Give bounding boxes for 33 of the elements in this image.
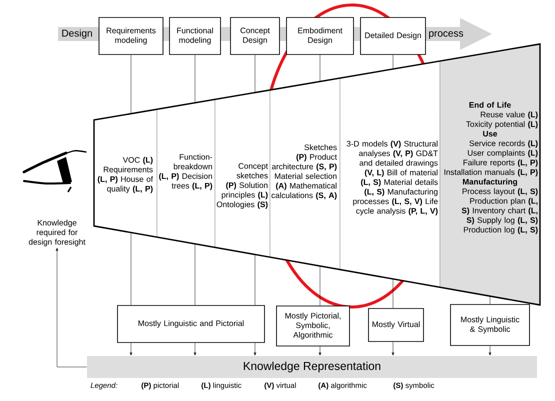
connector: [318, 346, 322, 356]
connector: [130, 232, 132, 306]
process-box: Functional modeling: [169, 17, 221, 55]
process-box: Mostly Pictorial, Symbolic, Algorithmic: [276, 306, 350, 346]
process-box: Mostly Linguistic & Symbolic: [450, 304, 530, 346]
funnel-column: Function-breakdown (L, P) Decision trees (L, P): [156, 99, 216, 248]
process-box: Concept Design: [230, 17, 280, 55]
process-box: Detailed Design: [360, 17, 426, 55]
process-box: Mostly Virtual: [368, 308, 424, 342]
funnel-column: VOC (L) Requirements (L, P) House of quality (L, P): [94, 109, 158, 238]
connector: [392, 278, 394, 308]
process-box: Embodiment Design: [286, 17, 354, 55]
connector: [194, 54, 196, 103]
connector: [392, 54, 394, 70]
connector: [392, 342, 394, 356]
connector: [56, 248, 87, 368]
connector: [194, 244, 196, 306]
caption-text: Knowledge required for design foresight: [28, 220, 86, 246]
band: Knowledge Representation: [87, 356, 537, 378]
connector: [488, 346, 492, 356]
funnel-column: 3-D models (V) Structural analyses (V, P) GD&T and detailed drawings (V, L) Bill of material (L, S) Material details (L, S) Manufacturing processes (L, S, V) Life cycle analysis (P, L, V): [340, 60, 440, 288]
funnel-column: Concept sketches (P) Solution principles (L) Ontologies (S): [214, 90, 270, 258]
process-box: Requirements modeling: [98, 17, 164, 55]
connector: [254, 254, 256, 306]
process-box: Mostly Linguistic and Pictorial: [117, 305, 265, 343]
connector: [130, 342, 132, 356]
funnel-column: End of Life Reuse value (L) Toxicity potential (L) Use Service records (L) User complaints (L) Failure reports (L, P) Installation manuals (L, P) Manufacturing Process layout (L, S) Production plan (L, S) Inventory chart (L, S) Supply log (L, S) Production log (L, S): [440, 44, 540, 306]
connector: [194, 342, 196, 356]
connector: [254, 342, 256, 356]
label: process: [429, 31, 464, 39]
funnel-column: Sketches (P) Product architecture (S, P) Material selection (A) Mathematical calculations (S, A): [270, 78, 340, 270]
connector: [130, 54, 132, 114]
connector: [254, 54, 256, 93]
